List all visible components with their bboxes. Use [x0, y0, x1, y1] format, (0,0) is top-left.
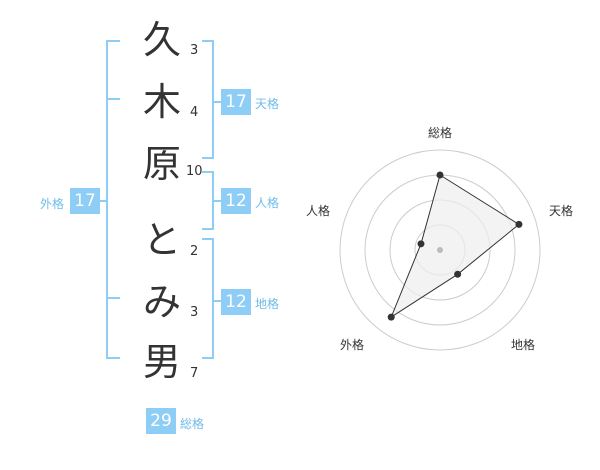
- soukaku-badge: 29: [146, 408, 176, 434]
- stroke-count-6: 7: [190, 366, 199, 381]
- radar-point-top: [436, 171, 444, 179]
- stroke-count-2: 4: [190, 105, 199, 120]
- soukaku-label: 総格: [180, 417, 205, 431]
- jinkaku-label: 人格: [255, 196, 280, 210]
- radar-shape: [390, 174, 520, 319]
- stroke-count-4: 2: [190, 244, 199, 259]
- radar-label-bottom-left: 外格: [340, 338, 365, 352]
- gaikaku-label: 外格: [40, 197, 65, 211]
- chikaku-label: 地格: [255, 297, 280, 311]
- stroke-count-5: 3: [190, 305, 199, 320]
- radar-ring: [339, 149, 541, 351]
- name-char-6: 男: [142, 340, 181, 384]
- name-char-3: 原: [142, 142, 181, 186]
- name-char-1: 久: [142, 18, 181, 62]
- radar-label-left: 人格: [306, 204, 331, 218]
- radar-center-dot: [437, 247, 443, 253]
- gaikaku-badge: 17: [70, 188, 100, 214]
- name-char-5: み: [142, 280, 181, 324]
- jinkaku-badge: 12: [221, 188, 251, 214]
- radar-dots: [387, 171, 523, 321]
- name-char-2: 木: [142, 80, 181, 124]
- radar-point-left: [417, 240, 425, 248]
- radar-label-right: 天格: [549, 204, 574, 218]
- radar-point-bottom-right: [454, 270, 462, 278]
- stroke-count-3: 10: [186, 164, 203, 179]
- name-char-4: と: [142, 218, 181, 262]
- radar-label-bottom-right: 地格: [511, 338, 536, 352]
- stroke-count-1: 3: [190, 43, 199, 58]
- radar-point-bottom-left: [387, 313, 395, 321]
- radar-point-right: [515, 220, 523, 228]
- tenkaku-label: 天格: [255, 97, 280, 111]
- radar-label-top: 総格: [428, 126, 453, 140]
- tenkaku-badge: 17: [221, 89, 251, 115]
- chikaku-badge: 12: [221, 289, 251, 315]
